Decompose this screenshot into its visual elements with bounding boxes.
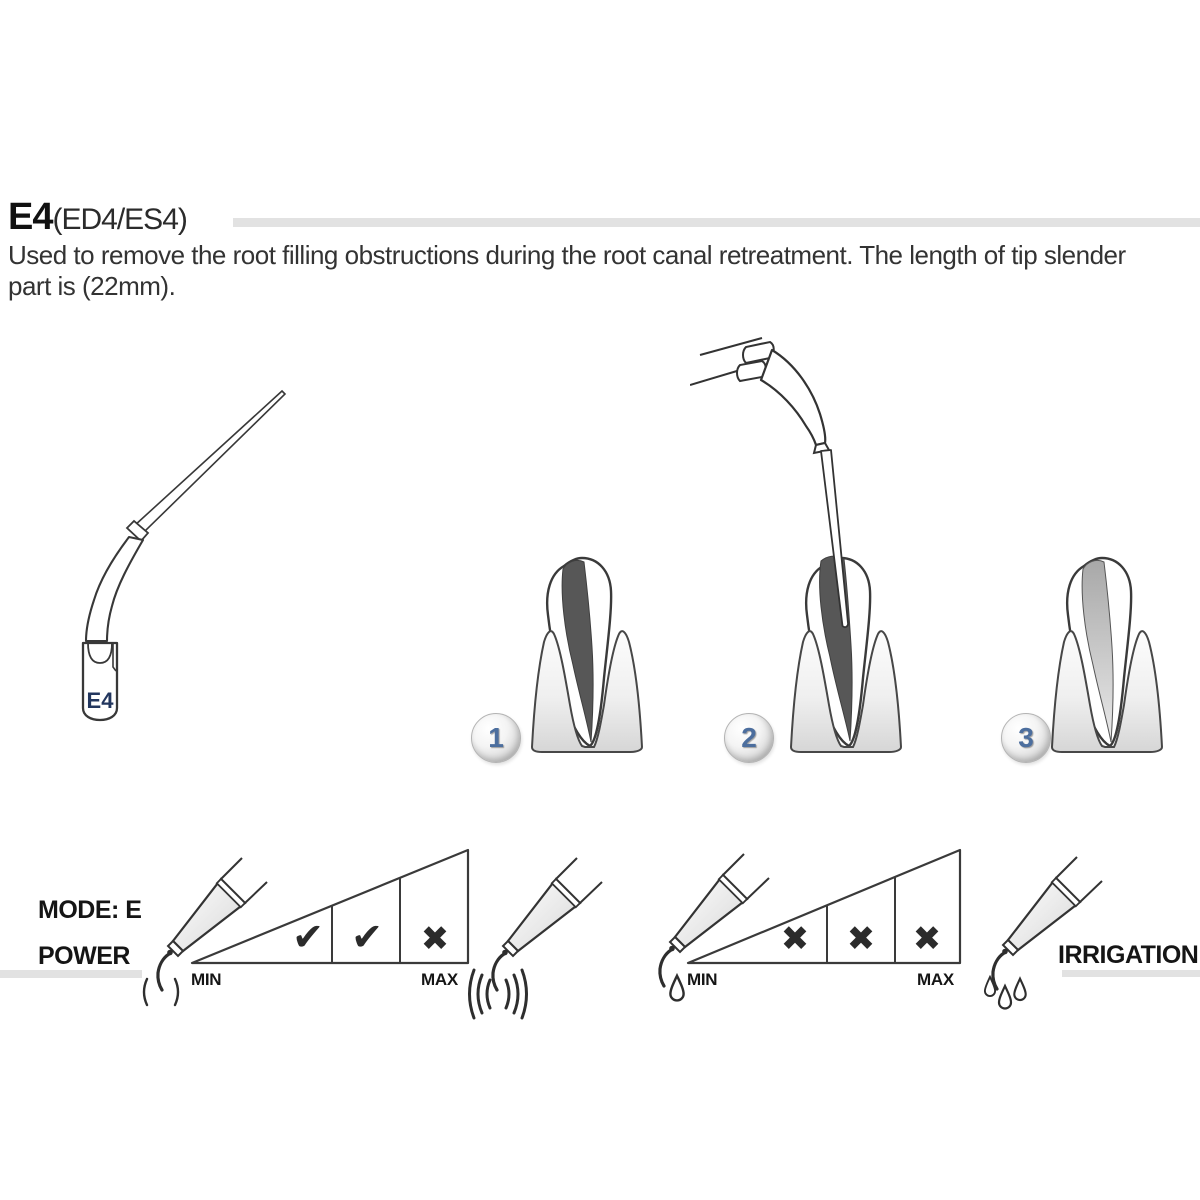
irrigation-max-label: MAX — [917, 970, 954, 989]
step-1-badge: 1 — [471, 713, 521, 763]
title-rule — [233, 218, 1200, 227]
irrigation-scale-chart: ✖ ✖ ✖ — [686, 848, 962, 965]
step-3-tooth-illustration — [1050, 556, 1164, 753]
tip-in-canal — [820, 449, 849, 628]
step-2-badge: 2 — [724, 713, 774, 763]
power-rule — [0, 970, 142, 978]
power-mark-1: ✔ — [292, 915, 324, 959]
power-mark-2: ✔ — [351, 915, 383, 959]
filled-canal-shape — [561, 559, 594, 743]
irrigation-label: IRRIGATION — [1058, 941, 1199, 969]
step-3-number: 3 — [1018, 722, 1034, 753]
power-max-label: MAX — [421, 970, 458, 989]
step-2-tooth-illustration — [690, 337, 903, 753]
tip-base-label: E4 — [87, 688, 115, 713]
irrigation-mark-2: ✖ — [847, 919, 876, 959]
model-name: E4 — [8, 196, 53, 238]
page-title: E4(ED4/ES4) — [8, 196, 188, 239]
mode-label: MODE: E — [38, 896, 142, 924]
vibration-low-icon — [142, 977, 180, 1007]
irrigation-mark-1: ✖ — [781, 919, 810, 959]
irrigation-min-label: MIN — [687, 970, 718, 989]
water-drop-icon — [669, 974, 685, 1002]
model-description: Used to remove the root filling obstruct… — [8, 240, 1126, 301]
power-mark-3: ✖ — [421, 919, 450, 959]
cleaned-canal-shape — [1081, 559, 1114, 743]
irrigation-mark-3: ✖ — [913, 919, 942, 959]
vibration-high-icon — [468, 968, 528, 1020]
power-min-label: MIN — [191, 970, 222, 989]
handpiece-low-power-icon — [142, 856, 269, 1007]
step-3-badge: 3 — [1001, 713, 1051, 763]
step-1-tooth-illustration — [530, 556, 644, 753]
step-2-number: 2 — [741, 722, 757, 753]
handpiece-high-irrigation-icon — [983, 855, 1104, 1010]
model-variants: (ED4/ES4) — [52, 203, 187, 236]
water-drops-icon — [983, 976, 1027, 1010]
step-1-number: 1 — [488, 722, 504, 753]
irrigation-rule — [1062, 970, 1200, 977]
scaler-tip-illustration: E4 — [81, 389, 287, 722]
power-scale-chart: ✔ ✔ ✖ — [190, 848, 470, 965]
power-label: POWER — [38, 942, 130, 970]
handpiece-high-power-icon — [468, 856, 604, 1020]
